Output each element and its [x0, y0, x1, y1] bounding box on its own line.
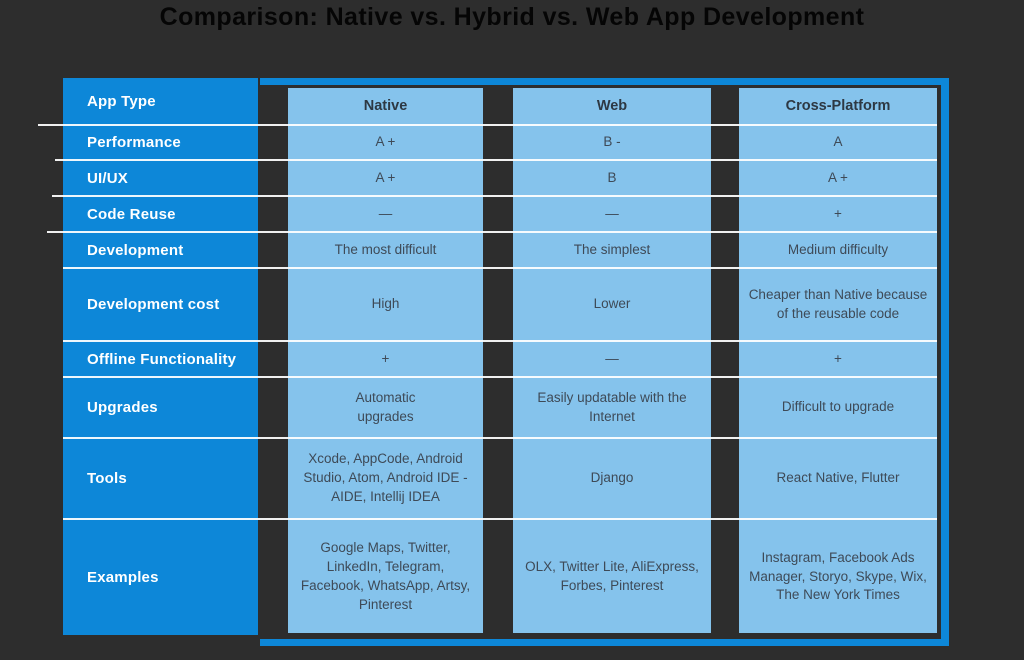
cell-tools-cross: React Native, Flutter [776, 470, 900, 486]
cell-development-cost-native: High [371, 296, 400, 312]
corner-header-cell: App Type [87, 93, 156, 110]
page-title: Comparison: Native vs. Hybrid vs. Web Ap… [159, 3, 865, 31]
cell-examples-native: Google Maps, Twitter, LinkedIn, Telegram… [300, 540, 471, 612]
row-divider [63, 267, 937, 269]
row-divider [63, 437, 937, 439]
cell-tools-native: Xcode, AppCode, Android Studio, Atom, An… [303, 451, 468, 504]
cell-development-cost-web: Lower [593, 296, 631, 312]
cell-performance-cross: A [833, 134, 843, 150]
cell-development-cost-cross: Cheaper than Native because of the reusa… [748, 286, 928, 321]
cell-tools-web: Django [590, 470, 634, 486]
row-divider [63, 376, 937, 378]
cell-development-native: The most difficult [334, 241, 437, 257]
cell-development-cross: Medium difficulty [787, 241, 889, 257]
row-header-column-background [63, 78, 258, 635]
row-divider [52, 195, 937, 197]
cell-code-reuse-cross: + [834, 205, 842, 221]
cell-offline-web: — [605, 350, 619, 366]
web-column-background [513, 88, 711, 633]
table-frame-bottom [260, 639, 949, 646]
row-label-upgrades: Upgrades [87, 399, 158, 416]
cross-platform-column-background [739, 88, 937, 633]
cell-ui-ux-web: B [607, 169, 617, 185]
table-grid: App Type Native Web Cross-Platform Perfo… [63, 78, 937, 635]
cell-performance-native: A + [375, 134, 396, 150]
column-header-cross-platform: Cross-Platform [785, 98, 891, 115]
cell-code-reuse-web: — [605, 205, 619, 221]
column-header-web: Web [596, 98, 628, 115]
cell-offline-native: + [381, 350, 390, 366]
row-divider [47, 231, 937, 233]
cell-performance-web: B - [603, 134, 621, 150]
row-label-development: Development [87, 241, 184, 259]
row-label-development-cost: Development cost [87, 296, 220, 313]
row-divider [55, 159, 937, 161]
comparison-table: App Type Native Web Cross-Platform Perfo… [38, 78, 937, 635]
native-column-background [288, 88, 483, 633]
table-frame-top [260, 78, 949, 85]
row-label-tools: Tools [87, 470, 127, 487]
row-label-performance: Performance [87, 134, 181, 151]
cell-code-reuse-native: — [378, 205, 393, 221]
table-frame-right [941, 78, 949, 646]
cell-upgrades-web: Easily updatable with the Internet [537, 389, 687, 424]
cell-ui-ux-native: A + [375, 169, 396, 185]
row-divider [38, 124, 937, 126]
row-label-examples: Examples [87, 568, 159, 586]
cell-upgrades-cross: Difficult to upgrade [781, 399, 895, 415]
cell-examples-cross: Instagram, Facebook Ads Manager, Storyo,… [749, 549, 927, 603]
row-label-code-reuse: Code Reuse [87, 205, 176, 223]
cell-offline-cross: + [834, 350, 842, 366]
row-label-offline-functionality: Offline Functionality [87, 350, 237, 368]
row-divider [63, 340, 937, 342]
cell-development-web: The simplest [573, 241, 651, 257]
row-divider [63, 518, 937, 520]
column-header-native: Native [363, 98, 408, 115]
cell-examples-web: OLX, Twitter Lite, AliExpress, Forbes, P… [525, 559, 699, 593]
cell-ui-ux-cross: A + [828, 169, 848, 185]
cell-upgrades-native: Automatic upgrades [355, 389, 416, 424]
row-label-ui-ux: UI/UX [87, 169, 129, 187]
